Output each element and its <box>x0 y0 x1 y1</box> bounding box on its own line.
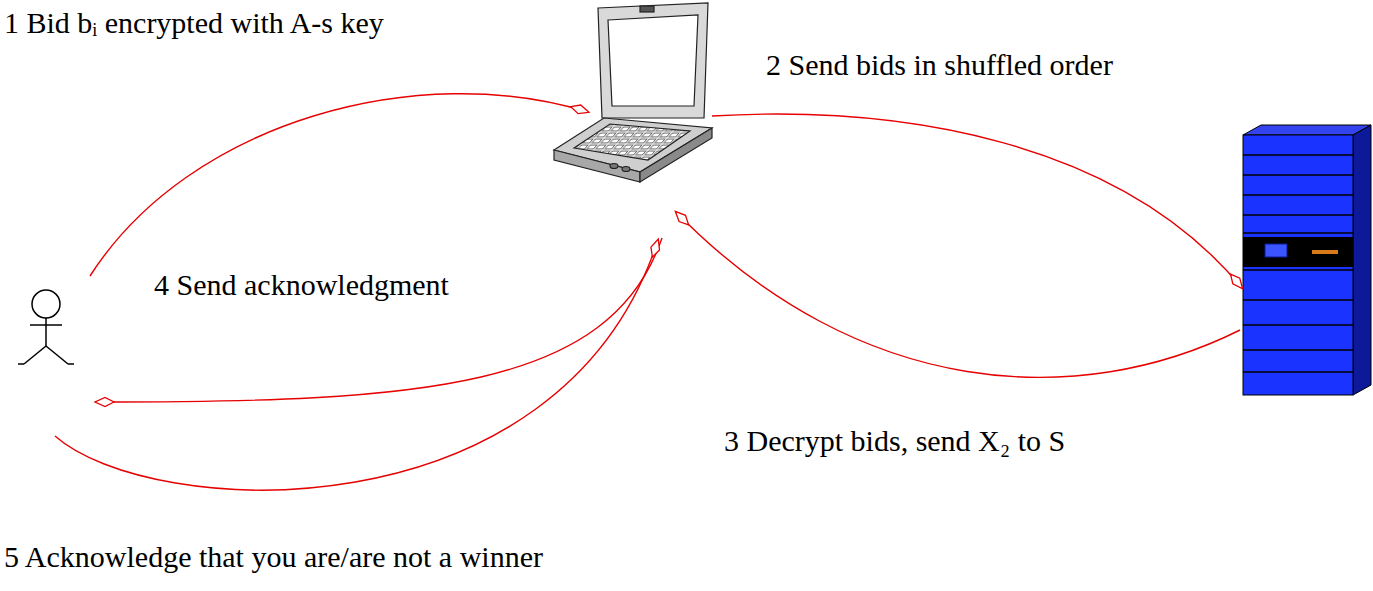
server-icon <box>1243 125 1371 395</box>
step-label: 5 Acknowledge that you are/are not a win… <box>2 540 545 575</box>
step-label: 4 Send acknowledgment <box>152 268 451 303</box>
step-label: 3 Decrypt bids, send X₂ to S <box>722 424 1067 459</box>
step-label: 1 Bid bᵢ encrypted with A-s key <box>2 6 386 41</box>
step-label: 2 Send bids in shuffled order <box>764 48 1115 83</box>
person-icon <box>18 290 74 364</box>
flow-arrows <box>55 94 1242 490</box>
laptop-icon <box>554 3 712 182</box>
